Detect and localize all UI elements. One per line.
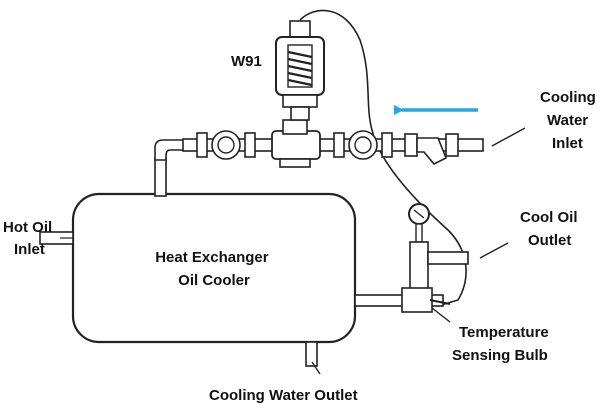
valve-body: [271, 119, 321, 168]
heat-exchanger-label: Heat Exchanger Oil Cooler: [155, 249, 273, 289]
leader-line-bulb: [431, 307, 451, 323]
cool-oil-outlet-assembly: [408, 203, 469, 295]
water-riser-pipe: [154, 139, 186, 197]
union-fitting-left: [196, 130, 256, 160]
cool-oil-outlet-label: Cool Oil Outlet: [520, 209, 582, 249]
valve-model-label: W91: [231, 53, 262, 70]
strainer-fitting: [404, 133, 459, 165]
sensing-bulb-assembly: [354, 287, 451, 313]
union-fitting-right: [333, 130, 393, 160]
heat-exchanger-body: [71, 192, 357, 344]
cooling-water-inlet-label: Cooling Water Inlet: [540, 89, 600, 152]
cooling-water-outlet-label: Cooling Water Outlet: [209, 387, 358, 404]
leader-line-cool-oil: [479, 242, 509, 259]
w91-actuator: [275, 20, 325, 121]
hot-oil-inlet-label: Hot Oil Inlet: [3, 219, 56, 258]
cooling-water-outlet-pipe: [305, 341, 318, 367]
leader-line-water-outlet: [311, 361, 321, 375]
temperature-sensing-bulb-label: Temperature Sensing Bulb: [452, 324, 553, 364]
leader-line-water-inlet: [491, 127, 526, 147]
